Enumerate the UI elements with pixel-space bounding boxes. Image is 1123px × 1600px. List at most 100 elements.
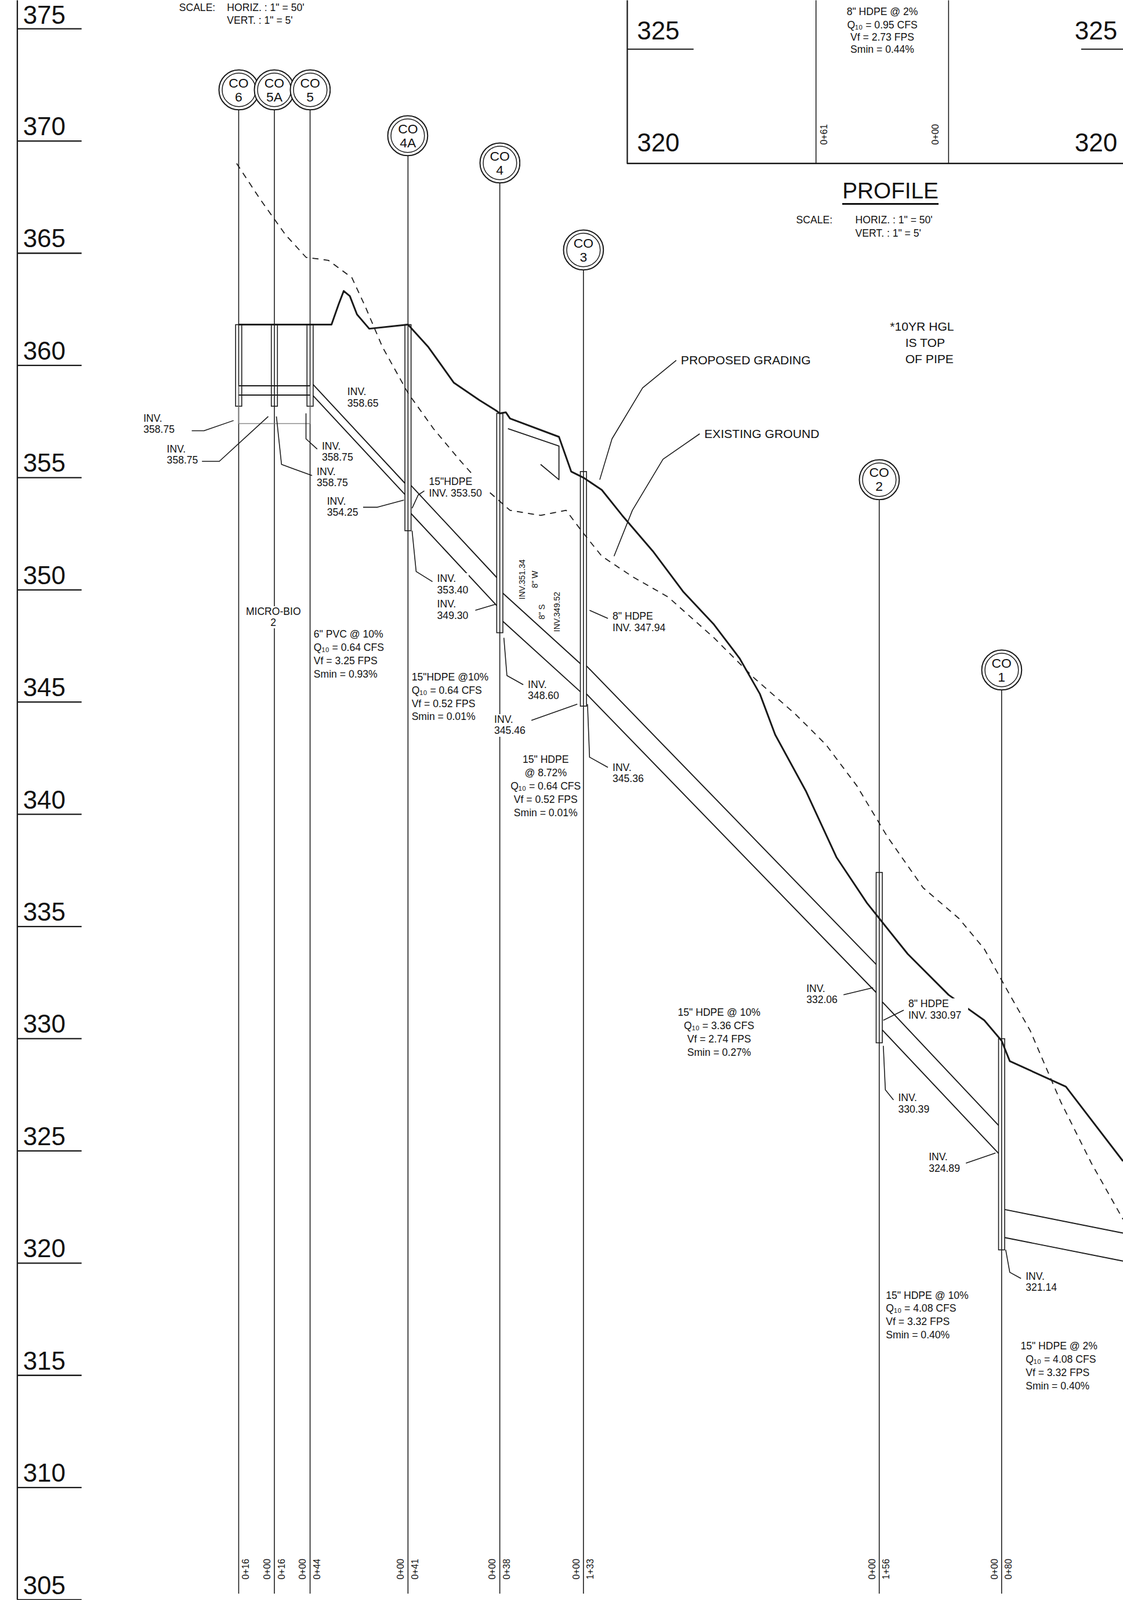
pipe-note: Q₁₀ = 4.08 CFS: [1024, 1353, 1097, 1365]
elevation-tick: [17, 1037, 82, 1039]
leader-line: [965, 1152, 996, 1164]
elevation-tick: [17, 140, 82, 142]
pipe-note: Smin = 0.44%: [849, 44, 915, 56]
invert-label: INV. 321.14: [1024, 1270, 1058, 1294]
station-label: 1+56: [881, 1558, 891, 1581]
callout-circle: CO 1: [980, 649, 1023, 691]
callout-number: CO 6: [227, 75, 251, 104]
callout-circle: CO 3: [562, 229, 605, 271]
leader-line: [192, 420, 234, 431]
invert-label: 8" S: [538, 603, 547, 621]
elevation-label: 330: [22, 1011, 67, 1037]
elevation-label: 320: [22, 1235, 67, 1262]
leader-line: [363, 500, 404, 507]
profile-title: PROFILE: [842, 178, 938, 206]
invert-label: INV. 345.36: [611, 762, 645, 785]
leader-line: [843, 987, 873, 995]
leader-line: [504, 637, 524, 685]
pipe-invert: [586, 693, 876, 993]
callout-ring: [984, 653, 1019, 687]
station-line: [878, 498, 880, 1594]
pipe-note: Smin = 0.01%: [513, 807, 579, 819]
callout-text-holder: CO 4A: [396, 121, 420, 150]
invert-label: INV. 358.75: [142, 413, 176, 436]
scale-note: VERT. : 1" = 5': [855, 227, 922, 239]
invert-label: INV. 330.39: [897, 1092, 930, 1115]
invert-label: INV.349.52: [552, 591, 561, 633]
callout-number: CO 4A: [396, 121, 420, 150]
station-label: 0+00: [930, 123, 941, 146]
pipe-note: @ 8.72%: [523, 767, 568, 779]
pipe-invert: [1004, 1237, 1123, 1262]
station-label: 0+00: [262, 1558, 273, 1581]
pipe-note: 8" HDPE @ 2%: [846, 6, 919, 18]
callout-ring: [388, 115, 429, 156]
station-label: 0+16: [240, 1558, 251, 1581]
elevation-label: 305: [22, 1572, 67, 1599]
elevation-tick: [17, 364, 82, 367]
elevation-tick: [17, 1374, 82, 1376]
callout-number: CO 2: [867, 465, 891, 494]
invert-label: INV. 358.75: [321, 440, 354, 464]
callout-circle: CO 4A: [386, 114, 429, 157]
pipe-note: 15" HDPE @ 10%: [885, 1290, 969, 1302]
elevation-tick: [17, 813, 82, 815]
drawing-layer: [17, 0, 1123, 1600]
invert-label: INV.351.34: [517, 558, 527, 600]
leader-line: [883, 1009, 904, 1021]
proposed-grading: [238, 291, 1123, 1162]
station-label: 0+00: [298, 1558, 309, 1581]
cleanout-riser: [875, 872, 883, 1043]
pipe-note: Smin = 0.40%: [1024, 1380, 1090, 1392]
hgl-note: IS TOP: [904, 335, 946, 350]
pipe-note: Q₁₀ = 0.64 CFS: [411, 685, 483, 697]
pipe-note: Smin = 0.27%: [686, 1047, 752, 1059]
callout-number: CO 5: [298, 75, 322, 104]
pipe-note: Smin = 0.01%: [411, 711, 477, 723]
invert-label: INV. 324.89: [928, 1151, 961, 1175]
leader-line: [883, 1045, 894, 1100]
elevation-label: 320: [1074, 129, 1118, 156]
pipe-note: 6" PVC @ 10%: [313, 628, 385, 640]
pipe-note: 15" HDPE: [522, 754, 570, 766]
pipe-invert: [313, 395, 405, 495]
callout-ring: [290, 69, 331, 110]
callout-text-holder: CO 6: [227, 75, 251, 104]
invert-label: INV. 332.06: [805, 983, 839, 1006]
micro-bio-basin: [238, 385, 310, 424]
elevation-label: 320: [636, 129, 680, 156]
callout-ring: [479, 143, 520, 184]
elevation-label: 345: [22, 674, 67, 701]
callout-ring: [254, 69, 295, 110]
pipe-note: Q₁₀ = 3.36 CFS: [683, 1020, 755, 1032]
pipe-note: Q₁₀ = 0.95 CFS: [846, 19, 918, 31]
pipe-note: Q₁₀ = 0.64 CFS: [313, 642, 385, 654]
invert-label: INV. 358.65: [346, 386, 380, 409]
leader-line: [411, 530, 433, 582]
station-label: 0+38: [501, 1558, 512, 1581]
pipe-note: Vf = 3.32 FPS: [1024, 1367, 1090, 1379]
callout-ring: [981, 650, 1022, 691]
callout-text-holder: CO 5: [298, 75, 322, 104]
callout-ring: [222, 73, 256, 107]
elevation-label: 370: [22, 113, 67, 140]
leader-line: [589, 610, 608, 619]
elevation-label: 350: [22, 562, 67, 589]
elevation-label: 365: [22, 225, 67, 252]
elevation-label: 340: [22, 787, 67, 813]
invert-label: 15"HDPE INV. 353.50: [428, 476, 487, 499]
pipe-crown: [502, 593, 581, 664]
invert-label: INV. 345.46: [493, 714, 527, 737]
station-label: 0+00: [571, 1558, 582, 1581]
scale-note: HORIZ. : 1" = 50': [855, 214, 934, 226]
elevation-label: 375: [22, 2, 67, 28]
callout-text-holder: CO 2: [867, 465, 891, 494]
pipe-crown: [1004, 1209, 1123, 1234]
elevation-label: 325: [636, 17, 680, 44]
callout-text-holder: CO 3: [571, 236, 595, 264]
cleanout-riser: [404, 324, 412, 531]
callout-circle: CO 5A: [253, 69, 296, 111]
station-line: [407, 155, 409, 1594]
surface-label: EXISTING GROUND: [703, 426, 820, 441]
callout-text-holder: CO 1: [990, 656, 1013, 684]
